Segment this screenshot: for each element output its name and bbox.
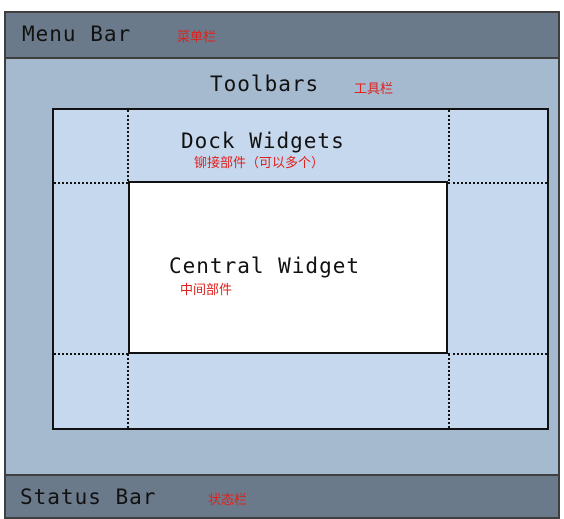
dock-divider-top-left [127,110,129,181]
dock-divider-left-bottom [54,353,128,355]
central-widget-zh-label: 中间部件 [180,283,233,298]
central-widget-label: Central Widget [169,254,361,278]
dock-divider-right-top [448,182,547,184]
status-bar-region: Status Bar 状态栏 [6,474,558,517]
dock-divider-top-right [448,110,450,181]
toolbars-label: Toolbars [210,72,320,96]
menu-bar-label: Menu Bar [22,22,132,46]
dock-divider-bottom-right [448,354,450,428]
menu-bar-zh-label: 菜单栏 [177,30,217,45]
dock-widgets-zh-label: 铆接部件（可以多个） [194,156,325,171]
dock-divider-bottom-left [127,354,129,428]
toolbars-zh-label: 工具栏 [354,82,394,97]
menu-bar-region: Menu Bar 菜单栏 [6,13,558,59]
dock-divider-left-top [54,182,128,184]
central-widget-area [128,181,448,354]
status-bar-zh-label: 状态栏 [208,493,248,508]
dock-widgets-label: Dock Widgets [181,129,345,153]
dock-divider-right-bottom [448,353,547,355]
status-bar-label: Status Bar [20,485,157,509]
